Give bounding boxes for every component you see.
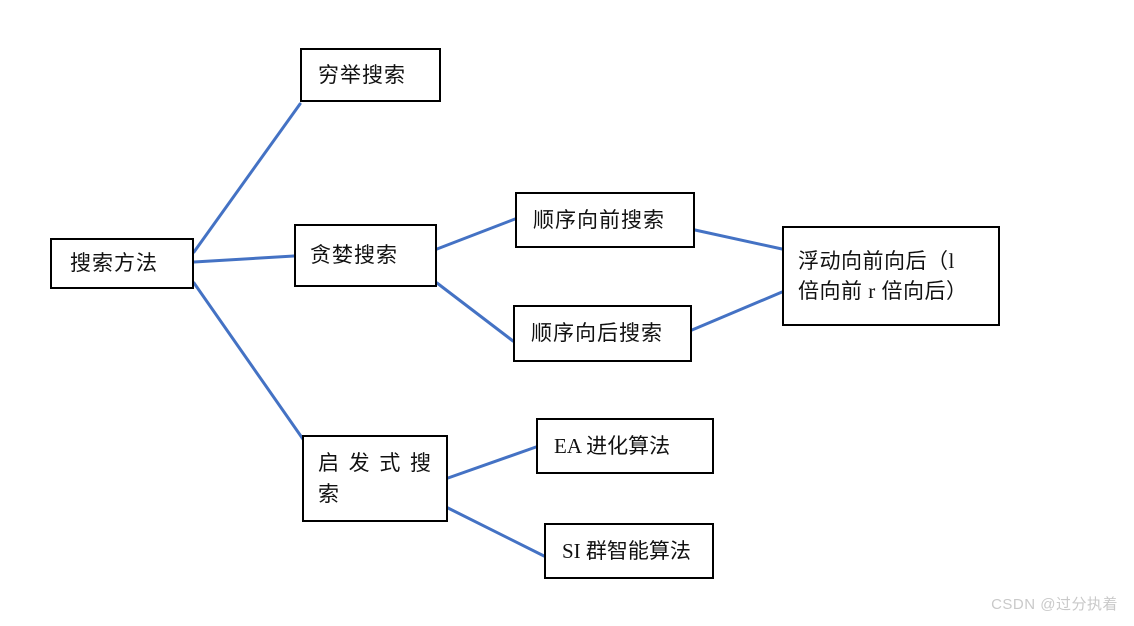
edge-greedy-to-sequential-forward [435,217,517,251]
edge-heuristic-to-ea [446,445,538,480]
node-label-line-2: 索 [318,481,340,506]
node-label-line-1: 浮动向前向后（l [798,248,955,273]
node-label: EA 进化算法 [554,433,671,458]
node-label: 顺序向前搜索 [533,207,665,232]
node-sequential-backward-search[interactable]: 顺序向后搜索 [513,305,692,362]
node-search-method[interactable]: 搜索方法 [50,238,194,289]
edge-root-to-greedy [192,254,296,264]
node-label-line-2: 倍向前 r 倍向后） [798,279,968,303]
node-heuristic-search[interactable]: 启发式搜 索 [302,435,448,522]
edge-sequential-backward-to-floating [690,290,784,332]
node-exhaustive-search[interactable]: 穷举搜索 [300,48,441,102]
node-label: 搜索方法 [70,251,158,276]
node-greedy-search[interactable]: 贪婪搜索 [294,224,437,287]
edge-heuristic-to-si [446,506,546,558]
edge-root-to-exhaustive [192,102,302,254]
node-label-line-1: 启发式搜 [318,451,432,476]
node-label: 顺序向后搜索 [531,321,663,346]
edge-sequential-forward-to-floating [693,228,784,251]
node-ea-evolutionary-algorithm[interactable]: EA 进化算法 [536,418,714,474]
csdn-watermark: CSDN @过分执着 [991,596,1118,613]
edge-greedy-to-sequential-backward [435,281,515,343]
node-label: 浮动向前向后（l 倍向前 r 倍向后） [784,246,998,307]
node-label: 贪婪搜索 [310,243,398,268]
node-si-swarm-intelligence-algorithm[interactable]: SI 群智能算法 [544,523,714,579]
node-sequential-forward-search[interactable]: 顺序向前搜索 [515,192,695,248]
node-label: SI 群智能算法 [562,538,691,563]
node-label: 穷举搜索 [318,62,406,87]
node-floating-forward-backward[interactable]: 浮动向前向后（l 倍向前 r 倍向后） [782,226,1000,326]
node-label: 启发式搜 索 [304,448,446,509]
edge-root-to-heuristic [192,281,307,444]
